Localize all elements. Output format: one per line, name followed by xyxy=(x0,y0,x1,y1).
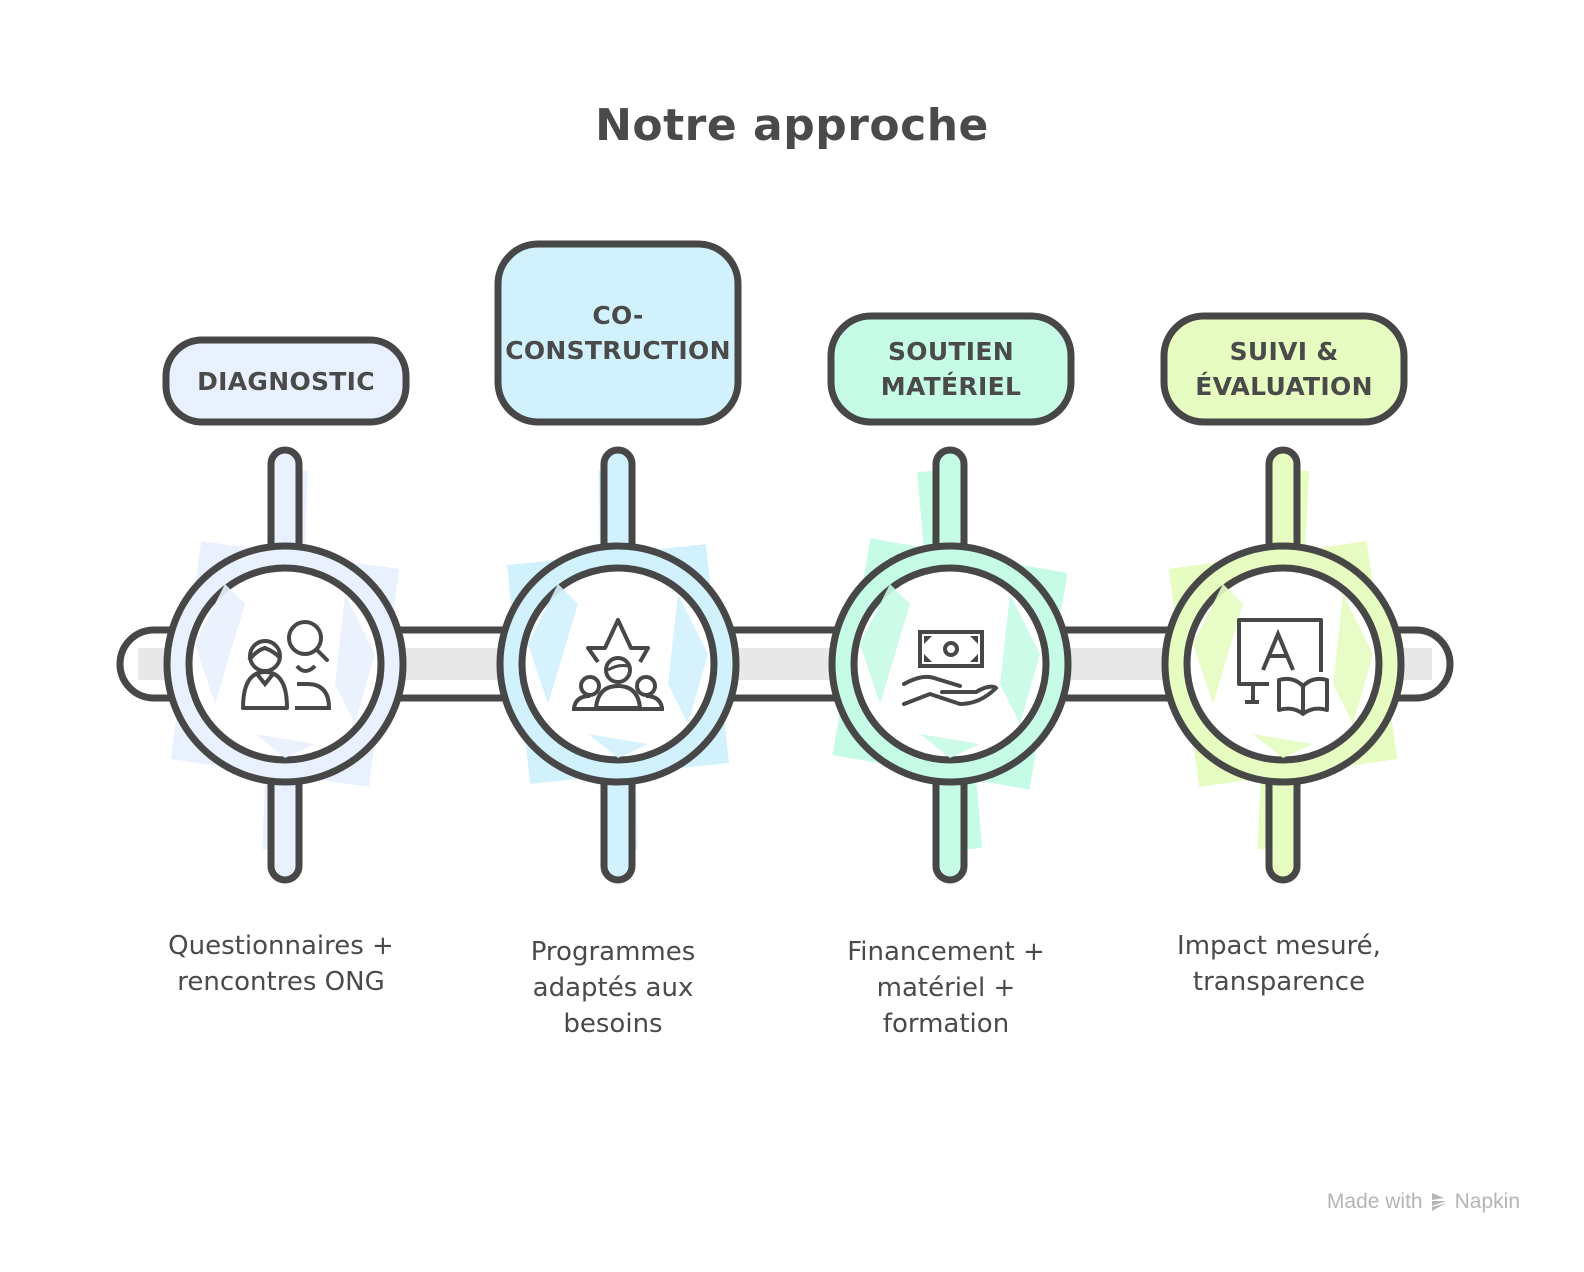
napkin-logo-icon xyxy=(1431,1193,1446,1211)
step-label-box-co-construction xyxy=(494,240,742,426)
step-description-soutien-materiel: Financement + matériel + formation xyxy=(847,937,1045,1039)
step-label-box-diagnostic xyxy=(162,336,410,426)
money-hand-icon xyxy=(902,630,998,706)
step-label-suivi-evaluation: SUIVI & ÉVALUATION xyxy=(1195,337,1373,401)
step-node-soutien-materiel xyxy=(827,312,1075,884)
monitor-book-icon xyxy=(1237,618,1329,716)
step-description-diagnostic: Questionnaires + rencontres ONG xyxy=(168,931,394,997)
made-with-napkin-badge[interactable]: Made with Napkin xyxy=(1327,1190,1520,1214)
step-label-box-suivi-evaluation xyxy=(1160,312,1408,426)
diagram-title: Notre approche xyxy=(595,100,989,151)
step-label-diagnostic: DIAGNOSTIC xyxy=(197,366,375,396)
step-node-co-construction xyxy=(494,240,742,884)
step-description-suivi-evaluation: Impact mesuré, transparence xyxy=(1177,931,1381,997)
footer-prefix: Made with xyxy=(1326,1190,1423,1213)
footer-brand: Napkin xyxy=(1454,1190,1520,1213)
step-description-co-construction: Programmes adaptés aux besoins xyxy=(530,937,696,1039)
step-label-co-construction: CO- CONSTRUCTION xyxy=(505,301,731,365)
step-label-box-soutien-materiel xyxy=(827,312,1075,426)
people-search-icon xyxy=(241,620,332,710)
group-growth-arrow-icon xyxy=(572,618,664,711)
step-node-diagnostic xyxy=(162,336,410,884)
step-node-suivi-evaluation xyxy=(1160,312,1408,884)
step-label-soutien-materiel: SOUTIEN MATÉRIEL xyxy=(880,337,1022,401)
